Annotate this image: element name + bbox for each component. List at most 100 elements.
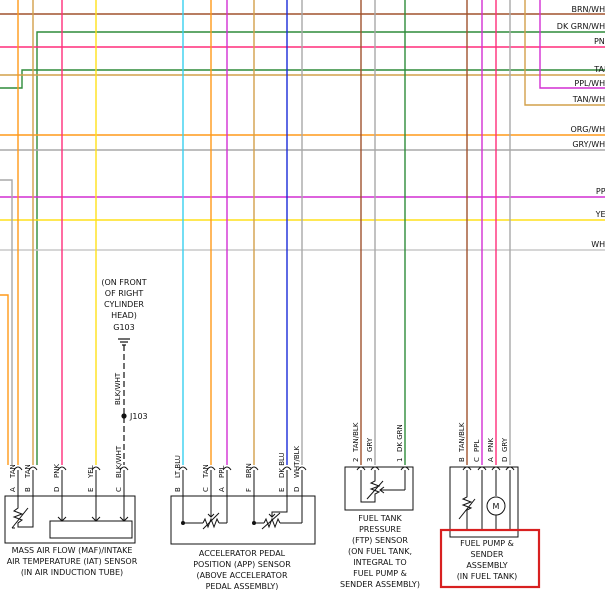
motor-icon: M	[486, 470, 511, 531]
pump-pin-c: C	[473, 457, 481, 462]
ftp-wire-1: DK GRN	[396, 424, 404, 452]
app-potentiometer-icon	[182, 470, 303, 530]
app-wire-e: DK BLU	[278, 452, 286, 478]
pump-housing	[449, 466, 519, 538]
app-splice-icon	[252, 521, 256, 525]
app-connector-icon	[178, 466, 307, 471]
app-caption-line-3: (ABOVE ACCELERATOR	[196, 571, 288, 580]
app-pin-d: D	[293, 487, 301, 492]
wire-org-left	[0, 294, 9, 465]
ftp-sensor: 2 TAN/BLK 3 GRY 1 DK GRN FUEL TANK PRESS…	[340, 422, 420, 589]
wire-tan-wht	[524, 0, 605, 106]
maf-wire-e: YEL	[87, 465, 95, 479]
maf-module	[49, 520, 133, 539]
highlight-box	[439, 528, 541, 589]
thermistor-icon	[11, 470, 34, 529]
pump-caption-line-1: FUEL PUMP &	[460, 539, 514, 548]
app-splice-icon	[181, 521, 185, 525]
label-wht: WHT	[591, 240, 605, 249]
maf-pin-c: C	[115, 487, 123, 492]
maf-pin-e: E	[87, 488, 95, 492]
ftp-potentiometer-icon	[360, 470, 406, 503]
label-tan-wht: TAN/WHT	[572, 95, 605, 104]
wire-dk-grn-left	[0, 69, 605, 89]
ftp-pin-3: 3	[366, 458, 374, 462]
maf-wire-c: BLK/WHT	[115, 445, 123, 478]
app-wire-f: BRN	[245, 463, 253, 478]
maf-caption-line-3: (IN AIR INDUCTION TUBE)	[21, 568, 123, 577]
right-wire-labels: BRN/WHT DK GRN/WHT PNK TAN PPL/WHT TAN/W…	[557, 5, 605, 249]
motor-symbol: M	[493, 502, 500, 511]
label-pnk: PNK	[594, 37, 605, 46]
label-tan: TAN	[593, 65, 605, 74]
sender-resistor-icon	[458, 470, 483, 531]
pump-pin-b: B	[458, 457, 466, 462]
label-dk-grn-wht: DK GRN/WHT	[557, 22, 605, 31]
ground-symbol-icon	[118, 338, 130, 346]
app-pin-c: C	[202, 487, 210, 492]
ground-wire-label: BLK/WHT	[114, 372, 122, 405]
maf-pin-d: D	[53, 487, 61, 492]
ftp-caption-line-2: PRESSURE	[359, 525, 401, 534]
ftp-caption-line-1: FUEL TANK	[358, 514, 402, 523]
pump-pin-d: D	[501, 457, 509, 462]
app-wire-b: LT BLU	[174, 455, 182, 478]
label-gry-wht: GRY/WHT	[572, 140, 605, 149]
app-wire-a: PPL	[218, 466, 226, 478]
maf-connector-icon	[13, 466, 129, 471]
ftp-caption-line-7: SENDER ASSEMBLY)	[340, 580, 420, 589]
wire-group	[0, 0, 605, 465]
maf-wire-b: TAN	[24, 464, 32, 479]
maf-wire-d: PNK	[53, 464, 61, 478]
ground-note-line-1: (ON FRONT	[101, 278, 146, 287]
app-pin-a: A	[218, 487, 226, 492]
pump-caption-line-2: SENDER	[471, 550, 504, 559]
pump-pin-a: A	[487, 457, 495, 462]
app-caption-line-1: ACCELERATOR PEDAL	[199, 549, 286, 558]
maf-pin-b: B	[24, 487, 32, 492]
ftp-housing	[344, 466, 414, 511]
splice-j103-icon	[121, 413, 127, 419]
wire-ppl-wht	[539, 0, 605, 89]
maf-housing	[4, 495, 136, 544]
app-caption-line-2: POSITION (APP) SENSOR	[193, 560, 291, 569]
ftp-caption-line-4: (ON FUEL TANK,	[348, 547, 412, 556]
ftp-caption-line-5: INTEGRAL TO	[353, 558, 406, 567]
fuel-pump-sender: B TAN/BLK C PPL A PNK D GRY M FUEL PUMP …	[439, 422, 541, 589]
maf-caption-line-2: AIR TEMPERATURE (IAT) SENSOR	[7, 557, 138, 566]
ftp-pin-2: 2	[352, 458, 360, 462]
ground-g103: (ON FRONT OF RIGHT CYLINDER HEAD) G103 J…	[101, 278, 148, 465]
wire-gry-left	[0, 179, 13, 465]
pump-caption-line-3: ASSEMBLY	[466, 561, 507, 570]
ftp-pin-1: 1	[396, 458, 404, 462]
pump-caption-line-4: (IN FUEL TANK)	[457, 572, 518, 581]
app-pin-f: F	[245, 488, 253, 492]
label-ppl: PPL	[596, 187, 605, 196]
app-pin-e: E	[278, 488, 286, 492]
app-wire-d: WHT/BLK	[293, 445, 301, 478]
app-housing	[170, 495, 316, 545]
maf-caption-line-1: MASS AIR FLOW (MAF)/INTAKE	[12, 546, 133, 555]
maf-wire-a: TAN	[9, 464, 17, 479]
maf-module-leads	[57, 470, 129, 522]
app-wire-c: TAN	[202, 464, 210, 479]
wire-dk-grn-wht	[36, 31, 605, 465]
label-org-wht: ORG/WHT	[570, 125, 605, 134]
pump-wire-d: GRY	[501, 437, 509, 452]
ground-id: G103	[113, 323, 134, 332]
ftp-caption-line-3: (FTP) SENSOR	[352, 536, 408, 545]
app-caption-line-4: PEDAL ASSEMBLY)	[206, 582, 279, 590]
pump-wire-a: PNK	[487, 438, 495, 452]
label-brn-wht: BRN/WHT	[571, 5, 605, 14]
ftp-caption-line-6: FUEL PUMP &	[353, 569, 407, 578]
pump-wire-c: PPL	[473, 440, 481, 452]
splice-id: J103	[129, 412, 148, 421]
ground-note-line-2: OF RIGHT	[105, 289, 144, 298]
app-pin-b: B	[174, 487, 182, 492]
app-sensor: B LT BLU C TAN A PPL F BRN E DK BLU D WH…	[170, 445, 316, 590]
ground-note-line-4: HEAD)	[111, 311, 137, 320]
pump-wire-b: TAN/BLK	[458, 422, 466, 453]
label-yel: YEL	[595, 210, 605, 219]
maf-iat-sensor: A TAN B TAN D PNK E YEL C BLK/WHT M	[4, 445, 138, 577]
